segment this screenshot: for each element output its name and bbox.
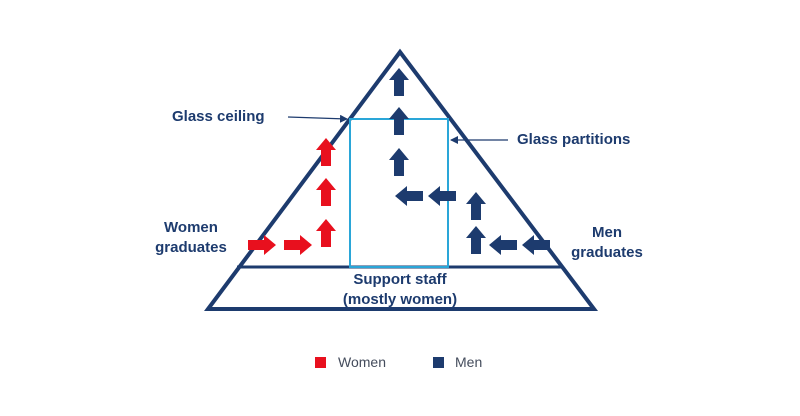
glass-ceiling-label: Glass ceiling (172, 108, 265, 125)
women-graduates-line1: Women (164, 219, 218, 236)
men-path-arrow-up (389, 107, 409, 135)
women-graduates-line2: graduates (155, 239, 227, 256)
men-path-arrow-left (522, 235, 550, 255)
glass-ceiling-pointer (287, 114, 348, 123)
support-staff-label: Support staff (mostly women) (300, 270, 500, 310)
legend-swatch-women (315, 357, 326, 368)
men-path-arrow-left (489, 235, 517, 255)
legend-label-women: Women (338, 354, 386, 370)
men-graduates-label: Men graduates (561, 223, 653, 263)
pyramid-outline (204, 48, 599, 311)
men-path-arrow-up (466, 226, 486, 254)
women-graduates-label: Women graduates (146, 218, 236, 258)
women-path-arrow-right (248, 235, 276, 255)
women-path-arrow-right (284, 235, 312, 255)
men-graduates-line1: Men (592, 224, 622, 241)
men-path-arrow-up (466, 192, 486, 220)
men-path-arrow-up (389, 68, 409, 96)
legend-swatch-men (433, 357, 444, 368)
legend-label-men: Men (455, 354, 483, 370)
men-path-arrow-left (395, 186, 423, 206)
support-staff-line1: Support staff (353, 271, 447, 288)
men-path-arrow-up (389, 148, 409, 176)
support-staff-line2: (mostly women) (342, 291, 458, 308)
glass-partitions-label: Glass partitions (517, 131, 631, 148)
women-path-arrow-up (316, 138, 336, 166)
women-path-arrow-up (316, 178, 336, 206)
men-graduates-line2: graduates (571, 244, 643, 261)
men-path-arrow-left (428, 186, 456, 206)
women-path-arrow-up (316, 219, 336, 247)
